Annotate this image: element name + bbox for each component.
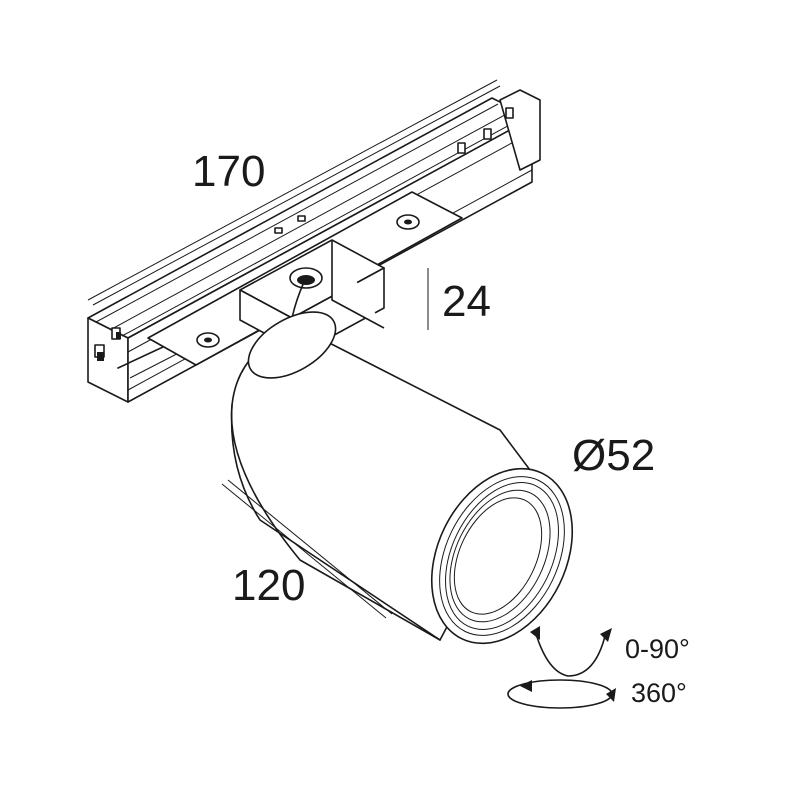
dimension-line-body-length <box>221 479 393 619</box>
dimension-diameter-label: Ø52 <box>572 431 655 480</box>
tilt-arrow-icon <box>530 626 612 677</box>
dimension-height-label: 24 <box>442 277 491 326</box>
spot-body <box>230 311 574 645</box>
dimension-line-length <box>87 79 501 306</box>
dimension-body-length-label: 120 <box>232 561 305 610</box>
dimension-length-label: 170 <box>192 147 265 196</box>
rotate-arrow-icon <box>507 679 616 709</box>
rotate-range-label: 360° <box>631 678 687 708</box>
tilt-range-label: 0-90° <box>625 634 690 664</box>
